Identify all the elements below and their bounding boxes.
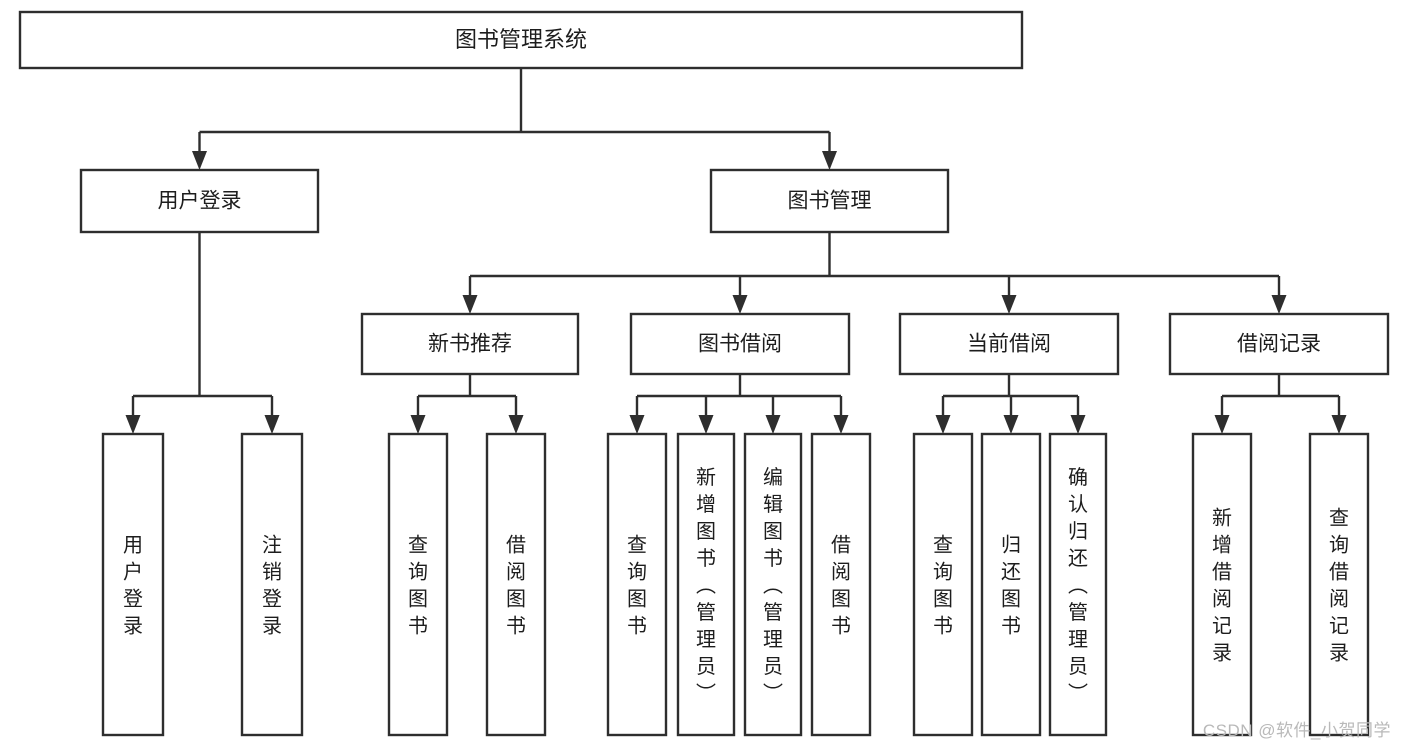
node-rect	[1308, 432, 1370, 737]
leaf-leaf-add-borrow-record[interactable]: 新增借阅记录	[1191, 432, 1253, 737]
leaf-leaf-query-book-current[interactable]: 查询图书	[912, 432, 974, 737]
node-rect	[387, 432, 449, 737]
leaf-leaf-borrow-book[interactable]: 借阅图书	[810, 432, 872, 737]
node-current-borrow[interactable]: 当前借阅	[898, 312, 1120, 376]
node-label: 借阅记录	[1237, 333, 1321, 356]
boxes-layer: 图书管理系统用户登录图书管理新书推荐图书借阅当前借阅借阅记录用户登录注销登录查询…	[18, 10, 1390, 737]
node-rect	[810, 432, 872, 737]
node-rect	[743, 432, 803, 737]
node-rect	[79, 168, 320, 234]
node-label: 用户登录	[123, 535, 143, 638]
node-label: 借阅图书	[831, 534, 851, 638]
leaf-leaf-query-book-recommend[interactable]: 查询图书	[387, 432, 449, 737]
arrow-head-icon	[462, 295, 478, 314]
node-label: 用户登录	[158, 190, 242, 213]
arrow-head-icon	[1214, 415, 1230, 434]
node-label: 查询图书	[627, 534, 647, 638]
node-rect	[912, 432, 974, 737]
node-label: 当前借阅	[967, 333, 1051, 356]
arrow-head-icon	[410, 415, 426, 434]
node-book-management[interactable]: 图书管理	[709, 168, 950, 234]
node-label: 查询图书	[408, 534, 428, 638]
node-book-borrow[interactable]: 图书借阅	[629, 312, 851, 376]
node-rect	[606, 432, 668, 737]
node-label: 注销登录	[262, 534, 282, 638]
arrow-head-icon	[1331, 415, 1347, 434]
arrow-head-icon	[1003, 415, 1019, 434]
node-rect	[18, 10, 1024, 70]
arrow-head-icon	[192, 151, 207, 170]
node-rect	[980, 432, 1042, 737]
leaf-leaf-edit-book[interactable]: 编辑图书︵管理员︶	[743, 432, 803, 737]
arrow-head-icon	[732, 295, 748, 314]
node-label: 借阅图书	[506, 534, 526, 638]
node-label: 图书借阅	[698, 333, 782, 356]
node-rect	[709, 168, 950, 234]
node-label: 编辑图书︵管理员︶	[763, 466, 783, 705]
leaf-leaf-add-book[interactable]: 新增图书︵管理员︶	[676, 432, 736, 737]
node-rect	[629, 312, 851, 376]
node-label: 归还图书	[1001, 534, 1021, 638]
leaf-leaf-confirm-return[interactable]: 确认归还︵管理员︶	[1048, 432, 1108, 737]
node-user-login[interactable]: 用户登录	[79, 168, 320, 234]
node-rect	[360, 312, 580, 376]
node-label: 新增图书︵管理员︶	[696, 466, 716, 705]
node-rect	[485, 432, 547, 737]
connectors-layer	[125, 68, 1347, 434]
node-root[interactable]: 图书管理系统	[18, 10, 1024, 70]
arrow-head-icon	[833, 415, 849, 434]
node-label: 确认归还︵管理员︶	[1068, 466, 1088, 705]
node-new-book-recommend[interactable]: 新书推荐	[360, 312, 580, 376]
leaf-leaf-logout[interactable]: 注销登录	[240, 432, 304, 737]
node-borrow-record[interactable]: 借阅记录	[1168, 312, 1390, 376]
arrow-head-icon	[1001, 295, 1017, 314]
arrow-head-icon	[264, 415, 280, 434]
arrow-head-icon	[1271, 295, 1287, 314]
leaf-leaf-return-book[interactable]: 归还图书	[980, 432, 1042, 737]
node-rect	[676, 432, 736, 737]
node-label: 图书管理	[788, 190, 872, 213]
arrow-head-icon	[698, 415, 714, 434]
node-rect	[898, 312, 1120, 376]
node-label: 新书推荐	[428, 333, 512, 356]
arrow-head-icon	[765, 415, 781, 434]
leaf-leaf-query-borrow-record[interactable]: 查询借阅记录	[1308, 432, 1370, 737]
arrow-head-icon	[125, 415, 141, 434]
node-label: 图书管理系统	[455, 27, 587, 52]
node-label: 新增借阅记录	[1212, 507, 1232, 665]
arrow-head-icon	[1070, 415, 1086, 434]
node-rect	[240, 432, 304, 737]
node-label: 查询借阅记录	[1329, 507, 1349, 665]
node-rect	[1168, 312, 1390, 376]
leaf-leaf-borrow-book-recommend[interactable]: 借阅图书	[485, 432, 547, 737]
arrow-head-icon	[822, 151, 837, 170]
node-rect	[101, 432, 165, 737]
node-label: 查询图书	[933, 534, 953, 638]
arrow-head-icon	[508, 415, 524, 434]
leaf-leaf-user-login[interactable]: 用户登录	[101, 432, 165, 737]
node-rect	[1191, 432, 1253, 737]
arrow-head-icon	[629, 415, 645, 434]
leaf-leaf-query-book-borrow[interactable]: 查询图书	[606, 432, 668, 737]
node-rect	[1048, 432, 1108, 737]
arrow-head-icon	[935, 415, 951, 434]
